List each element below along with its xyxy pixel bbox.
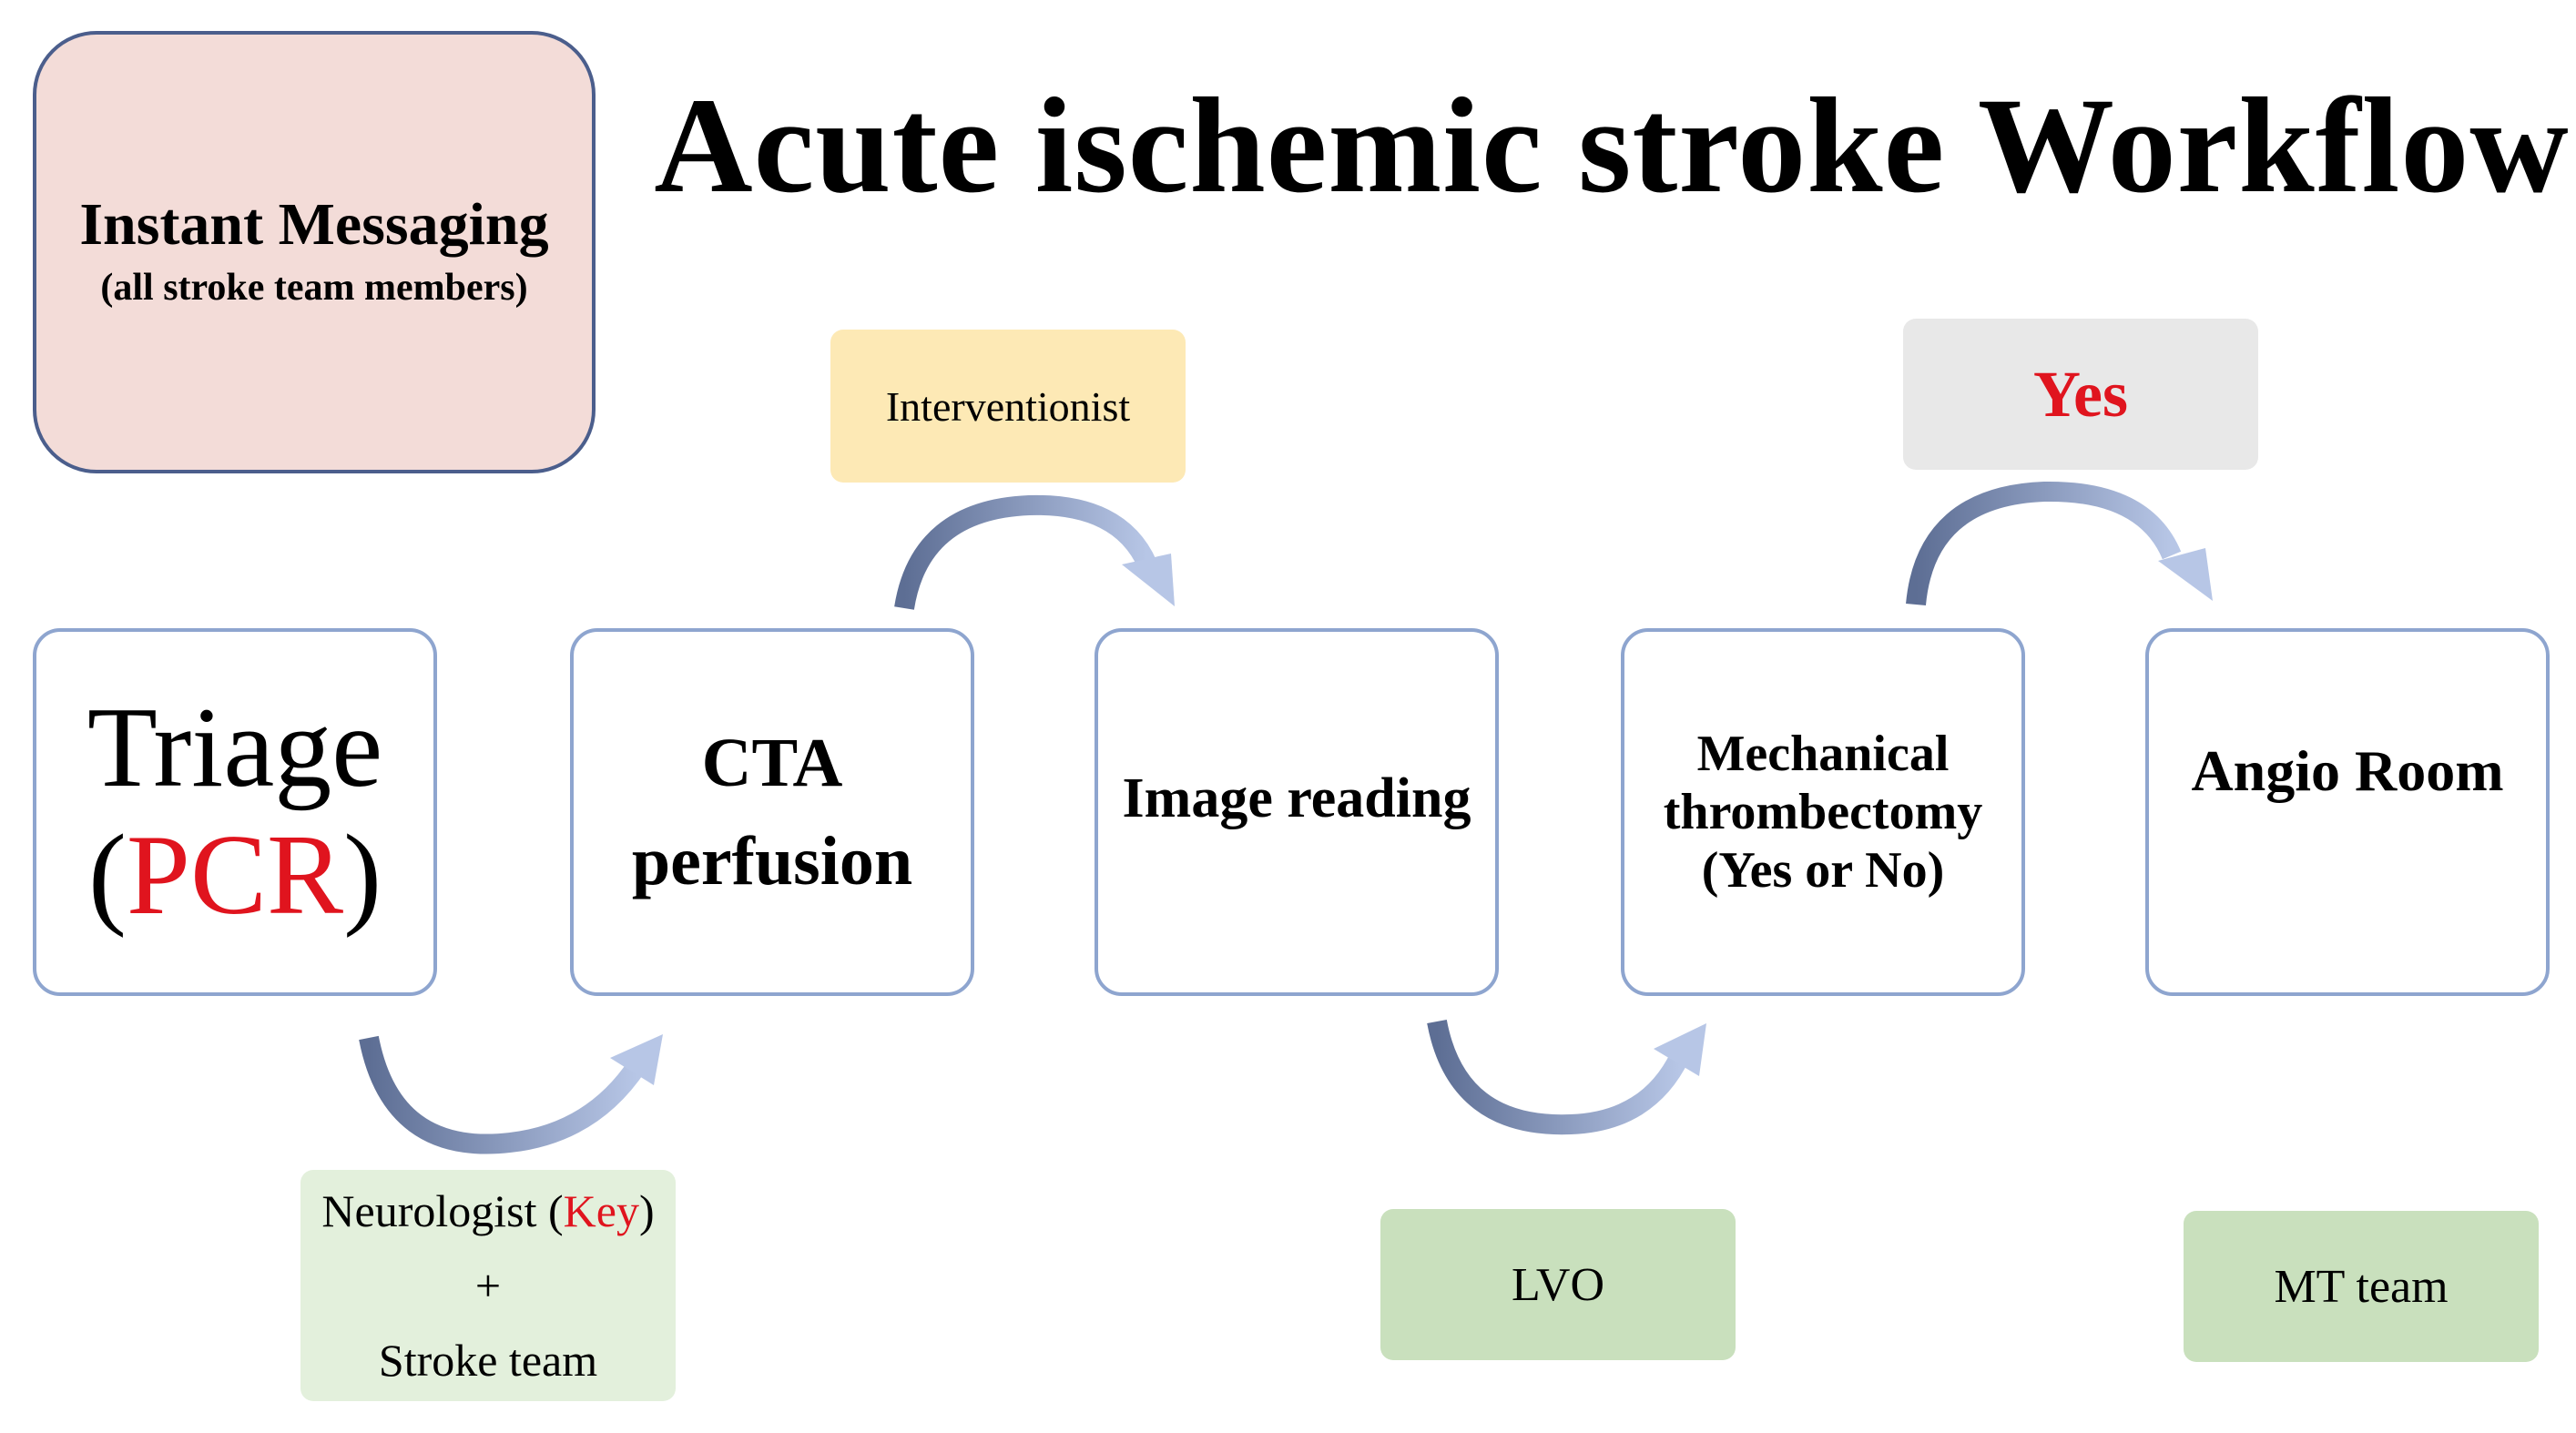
neurologist-plus: + — [474, 1260, 502, 1311]
cta-line2: perfusion — [631, 823, 913, 899]
instant-messaging-box: Instant Messaging (all stroke team membe… — [33, 31, 596, 473]
step-cta-perfusion: CTA perfusion — [570, 628, 974, 996]
neurologist-stroke-team: Stroke team — [378, 1335, 598, 1386]
cta-line1: CTA — [701, 725, 843, 801]
triage-label: Triage — [87, 685, 383, 811]
arrow-cta-to-image-reading — [894, 494, 1175, 610]
label-yes: Yes — [1903, 319, 2258, 470]
label-mt-team: MT team — [2184, 1211, 2539, 1362]
arrow-triage-to-cta — [359, 1034, 663, 1154]
triage-pcr: (PCR) — [87, 812, 382, 939]
page-title: Acute ischemic stroke Workflow — [654, 70, 2570, 221]
arrow-image-to-thrombectomy — [1427, 1019, 1706, 1135]
step-angio-room: Angio Room — [2145, 628, 2550, 996]
thrombectomy-line3: (Yes or No) — [1701, 842, 1945, 899]
image-reading-label: Image reading — [1122, 767, 1471, 829]
instant-messaging-subtitle: (all stroke team members) — [100, 267, 528, 309]
neurologist-line: Neurologist (Key) — [321, 1185, 655, 1236]
key-highlight: Key — [563, 1185, 639, 1236]
step-mechanical-thrombectomy: Mechanical thrombectomy (Yes or No) — [1621, 628, 2025, 996]
label-neurologist: Neurologist (Key) + Stroke team — [300, 1170, 676, 1401]
instant-messaging-title: Instant Messaging — [79, 191, 549, 258]
thrombectomy-line1: Mechanical — [1696, 726, 1950, 782]
step-triage: Triage (PCR) — [33, 628, 437, 996]
arrow-thrombectomy-to-angio — [1906, 481, 2213, 606]
step-image-reading: Image reading — [1095, 628, 1499, 996]
thrombectomy-line2: thrombectomy — [1663, 784, 1983, 840]
label-interventionist: Interventionist — [830, 330, 1186, 483]
angio-room-label: Angio Room — [2191, 738, 2504, 803]
label-lvo: LVO — [1380, 1209, 1736, 1360]
